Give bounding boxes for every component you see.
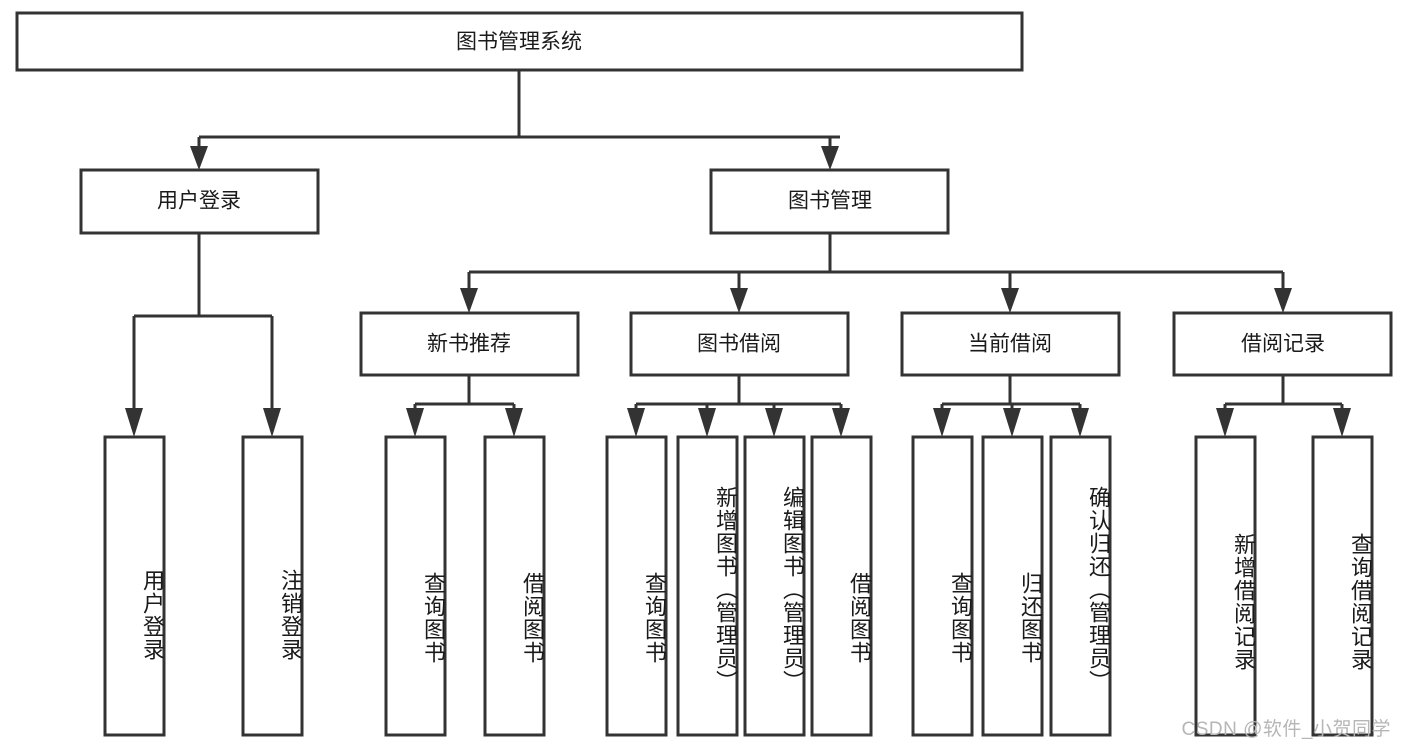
node-current-borrow[interactable]: 当前借阅: [900, 311, 1121, 377]
leaf-box-book-borrow-2[interactable]: [676, 435, 739, 737]
arrowhead-leaf-bb-3: [765, 408, 783, 437]
leaf-box-current-borrow-2[interactable]: [981, 435, 1044, 737]
leaf-box-borrow-record-1[interactable]: [1194, 435, 1257, 737]
node-current-borrow-box[interactable]: [900, 311, 1121, 377]
node-current-borrow-label: 当前借阅: [968, 333, 1052, 356]
leaf-box-book-borrow-4[interactable]: [810, 435, 873, 737]
node-user-login-box[interactable]: [79, 168, 320, 235]
node-borrow-record-label: 借阅记录: [1241, 333, 1325, 356]
leaf-box-current-borrow-1[interactable]: [911, 435, 974, 737]
arrowhead-leaf-bb-1: [627, 408, 645, 437]
leaf-box-new-book-recommend-2[interactable]: [483, 435, 546, 737]
leaf-box-borrow-record-2[interactable]: [1311, 435, 1374, 737]
leaf-box-new-book-recommend-1[interactable]: [384, 435, 447, 737]
node-borrow-record-box[interactable]: [1172, 311, 1393, 377]
node-new-book-recommend-label: 新书推荐: [427, 333, 511, 356]
leaf-box-current-borrow-3[interactable]: [1049, 435, 1112, 737]
arrowhead-leaf-nbr-1: [406, 408, 424, 437]
node-borrow-record[interactable]: 借阅记录: [1172, 311, 1393, 377]
arrowhead-current-borrow: [1001, 288, 1019, 313]
node-book-manage-box[interactable]: [709, 168, 950, 235]
node-new-book-recommend-box[interactable]: [359, 311, 580, 377]
node-book-borrow[interactable]: 图书借阅: [629, 311, 850, 377]
node-root[interactable]: 图书管理系统: [15, 11, 1024, 72]
node-book-manage-label: 图书管理: [788, 190, 872, 213]
node-user-login-label: 用户登录: [157, 190, 241, 213]
node-book-borrow-box[interactable]: [629, 311, 850, 377]
arrowhead-leaf-bb-4: [832, 408, 850, 437]
node-book-borrow-label: 图书借阅: [697, 333, 781, 356]
arrowhead-borrow-record: [1274, 288, 1292, 313]
leaf-box-user-login-1[interactable]: [103, 435, 166, 737]
arrowhead-book-manage: [821, 146, 839, 170]
arrowhead-leaf-nbr-2: [505, 408, 523, 437]
arrowhead-leaf-user-login-2: [263, 408, 281, 437]
node-user-login[interactable]: 用户登录: [79, 168, 320, 235]
watermark-text: CSDN @软件_小贺同学: [1181, 719, 1391, 740]
arrowhead-leaf-cb-1: [933, 408, 951, 437]
leaf-box-book-borrow-1[interactable]: [605, 435, 668, 737]
node-new-book-recommend[interactable]: 新书推荐: [359, 311, 580, 377]
leaf-box-user-login-2[interactable]: [241, 435, 304, 737]
node-book-manage[interactable]: 图书管理: [709, 168, 950, 235]
arrowhead-new-book-recommend: [460, 288, 478, 313]
leaf-box-book-borrow-3[interactable]: [743, 435, 806, 737]
connector-layer: [125, 70, 1351, 437]
node-root-label: 图书管理系统: [456, 31, 582, 54]
arrowhead-book-borrow: [730, 288, 748, 313]
arrowhead-leaf-br-1: [1216, 408, 1234, 437]
arrowhead-user-login: [190, 146, 208, 170]
arrowhead-leaf-cb-2: [1003, 408, 1021, 437]
arrowhead-leaf-bb-2: [698, 408, 716, 437]
leaf-box-layer: [103, 435, 1374, 737]
node-root-box[interactable]: [15, 11, 1024, 72]
arrowhead-leaf-cb-3: [1071, 408, 1089, 437]
arrowhead-leaf-user-login-1: [125, 408, 143, 437]
arrowhead-leaf-br-2: [1333, 408, 1351, 437]
